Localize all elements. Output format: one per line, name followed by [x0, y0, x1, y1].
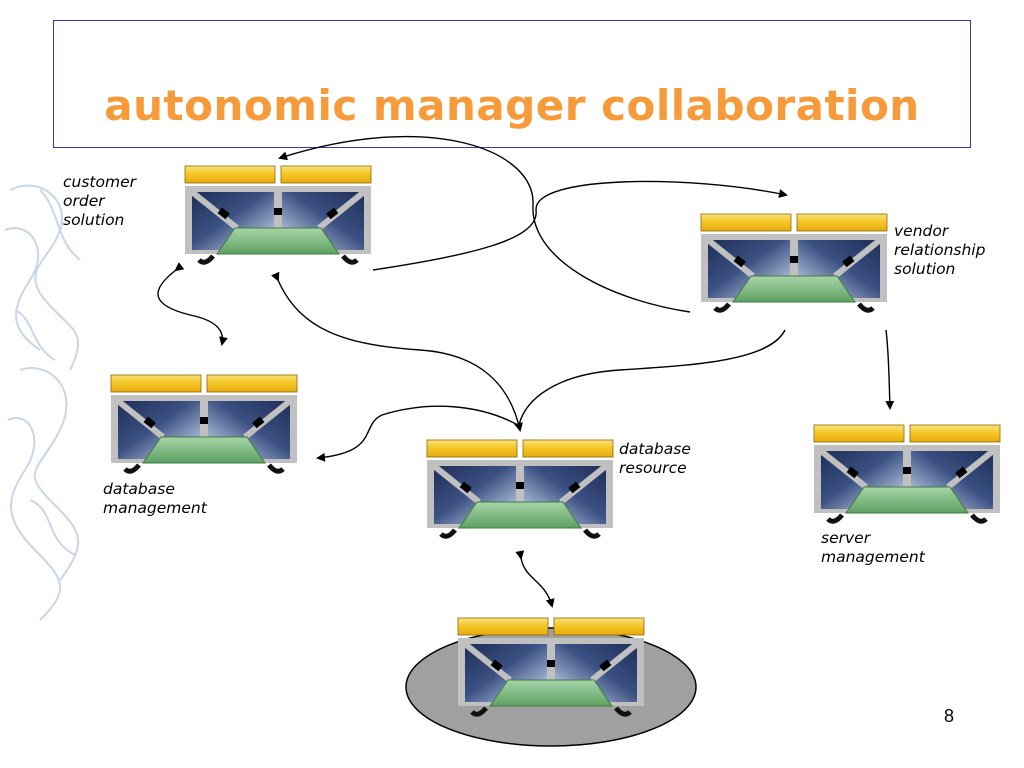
- arrow-resource-to-management: [316, 405, 517, 462]
- title-box: autonomic manager collaboration: [53, 20, 971, 148]
- arrow-resource-to-bottom: [515, 550, 555, 608]
- label-server-management: server management: [821, 529, 925, 566]
- database-management-manager-icon[interactable]: [111, 375, 297, 471]
- vendor-relationship-manager-icon[interactable]: [701, 214, 887, 310]
- database-resource-manager-icon[interactable]: [427, 440, 613, 536]
- arrow-vendor-to-server: [885, 329, 895, 410]
- label-database-resource: database resource: [619, 440, 691, 477]
- arrow-vendor-database-resource: [518, 329, 786, 426]
- arrow-customer-to-vendor: [372, 180, 788, 271]
- arrow-customer-database-resource: [271, 271, 523, 432]
- slide-title: autonomic manager collaboration: [104, 81, 920, 130]
- server-management-manager-icon[interactable]: [814, 425, 1000, 521]
- customer-order-manager-icon[interactable]: [185, 166, 371, 262]
- label-customer-order: customer order solution: [63, 173, 136, 229]
- decorative-sketch-icon: [4, 184, 81, 621]
- label-vendor-relationship: vendor relationship solution: [894, 222, 986, 278]
- label-database-management: database management: [103, 480, 207, 517]
- arrow-customer-database-management: [157, 262, 228, 346]
- arrow-vendor-to-customer: [278, 135, 691, 313]
- page-number: 8: [944, 706, 955, 726]
